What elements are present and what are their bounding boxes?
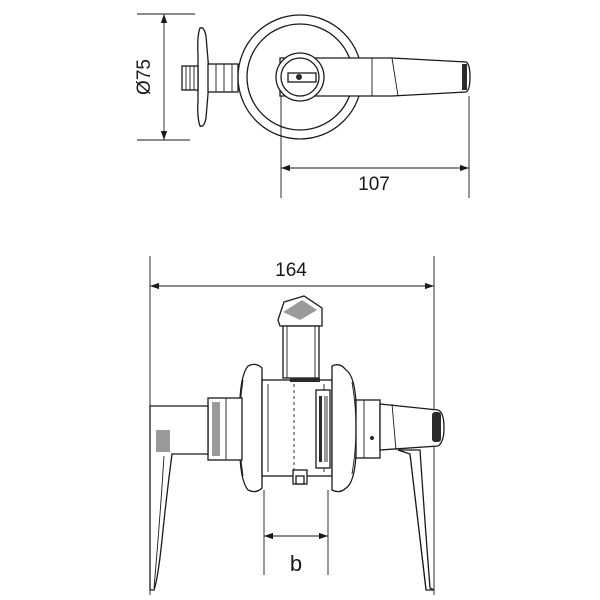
- right-rosette: [331, 364, 381, 493]
- length-dimension: 107: [280, 96, 470, 198]
- latch-bolt: [277, 295, 323, 379]
- key-cylinder: [275, 52, 325, 102]
- front-view: 164: [149, 256, 445, 595]
- left-rosette: [207, 363, 263, 493]
- lock-body: [261, 378, 333, 485]
- width-label: 164: [275, 260, 307, 281]
- backset-label: b: [290, 551, 302, 576]
- left-lever: [149, 405, 209, 591]
- rosette-profile: [197, 27, 210, 127]
- top-view: Ø75: [134, 13, 471, 198]
- lever-top: [279, 57, 471, 97]
- diameter-dimension: Ø75: [134, 13, 195, 141]
- right-lever: [379, 403, 445, 591]
- diameter-label: Ø75: [134, 59, 155, 95]
- length-label: 107: [358, 174, 390, 195]
- spindle: [181, 63, 239, 93]
- backset-dimension: b: [263, 490, 329, 576]
